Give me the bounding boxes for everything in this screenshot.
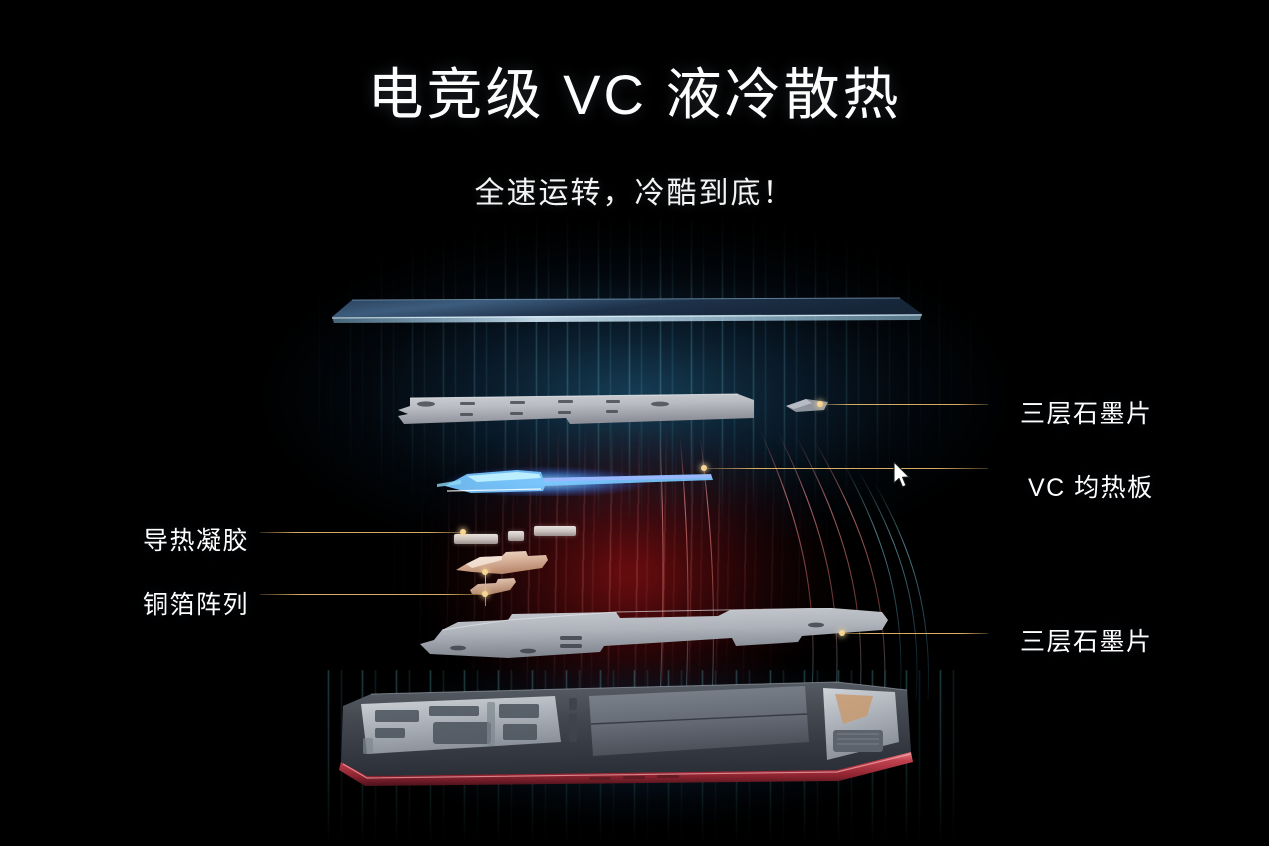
gel-strip	[508, 531, 524, 541]
leader-line-vertical	[485, 572, 486, 606]
gel-strip	[534, 526, 576, 536]
page-title: 电竞级 VC 液冷散热	[367, 63, 902, 126]
leader-line	[260, 532, 465, 533]
anchor-dot	[460, 529, 466, 535]
copper-foil-array-layer	[456, 551, 548, 595]
graphite-chip-right	[786, 399, 828, 412]
callout-label-graphite-top: 三层石墨片	[1020, 400, 1153, 428]
vc-vapor-chamber-layer	[437, 466, 713, 496]
callout-label-graphite-bottom: 三层石墨片	[1020, 628, 1153, 656]
graphite-sheet-lower	[420, 608, 888, 658]
mouse-cursor	[893, 462, 910, 488]
leader-line	[820, 404, 988, 405]
gel-strip	[454, 534, 498, 544]
leader-line	[704, 468, 988, 469]
callout-label-thermal-gel: 导热凝胶	[143, 527, 250, 555]
display-glass-layer	[331, 297, 922, 323]
graphite-sheet-upper	[398, 393, 754, 424]
page-subtitle: 全速运转，冷酷到底！	[474, 177, 795, 210]
anchor-dot	[482, 591, 488, 597]
callout-label-vapor-chamber: VC 均热板	[1028, 474, 1154, 502]
leader-line	[842, 633, 988, 634]
callout-label-copper-foil: 铜箔阵列	[143, 591, 250, 619]
phone-chassis-layer	[339, 681, 913, 786]
thermal-gel-layer	[450, 525, 590, 545]
anchor-dot	[482, 569, 488, 575]
leader-line	[260, 594, 485, 595]
